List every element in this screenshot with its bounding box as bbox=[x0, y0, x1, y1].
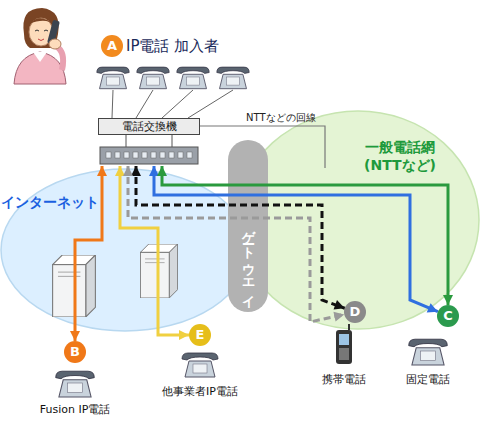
device-label: Fusion IP電話 bbox=[15, 402, 135, 417]
network-ellipse: インターネット bbox=[0, 168, 250, 332]
arrow-head bbox=[70, 331, 80, 341]
desk-phone bbox=[177, 67, 209, 89]
arrow-head bbox=[443, 295, 453, 305]
node-text: C bbox=[437, 305, 459, 327]
connector-arrow bbox=[131, 166, 345, 310]
subscriber-label: IP電話 加入者 bbox=[126, 37, 219, 56]
desk-phone bbox=[217, 67, 249, 89]
node-text: 一般電話網 (NTTなど) bbox=[354, 138, 446, 174]
node-text: 電話交換機 bbox=[98, 118, 200, 135]
router-link bbox=[126, 135, 127, 147]
mobile-phone bbox=[336, 324, 352, 364]
connector-arrow bbox=[123, 166, 344, 322]
connector-line bbox=[128, 166, 344, 322]
connector-arrow bbox=[157, 166, 453, 305]
subscriber-woman bbox=[14, 8, 66, 84]
phone-wire bbox=[112, 90, 233, 118]
callout-circle: A bbox=[101, 35, 123, 57]
desk-phone bbox=[97, 67, 129, 89]
connector-line bbox=[162, 166, 448, 305]
mobile-keys bbox=[339, 348, 349, 360]
router-port bbox=[160, 152, 165, 158]
router-link bbox=[172, 135, 173, 147]
node-text: E bbox=[189, 324, 211, 346]
woman-body bbox=[14, 52, 66, 84]
node-text: インターネット bbox=[1, 194, 99, 212]
network-ellipse: 一般電話網 (NTTなど) D bbox=[236, 110, 480, 330]
callout-circle: B bbox=[64, 341, 86, 363]
router-port bbox=[187, 152, 192, 158]
router-port bbox=[124, 152, 129, 158]
connector-line bbox=[154, 166, 438, 312]
arrow-head bbox=[157, 166, 167, 176]
mobile-antenna bbox=[348, 324, 350, 330]
connector-line bbox=[136, 166, 345, 308]
arrow-head bbox=[131, 166, 141, 176]
router-port bbox=[106, 152, 111, 158]
woman-arm bbox=[56, 46, 63, 70]
exchange-box: 電話交換機 bbox=[96, 116, 202, 166]
arrow-head bbox=[149, 166, 159, 176]
network-area bbox=[1, 169, 249, 331]
gateway-band: ゲートウエイ bbox=[228, 140, 268, 312]
device-label: 固定電話 bbox=[388, 372, 468, 387]
connector-arrow bbox=[149, 166, 438, 312]
device-label: 携帯電話 bbox=[304, 372, 384, 387]
mobile-screen bbox=[339, 334, 349, 345]
network-area bbox=[237, 111, 479, 329]
ellipse-outline bbox=[0, 168, 250, 332]
node-text: B bbox=[64, 341, 86, 363]
node-text: ゲートウエイ bbox=[240, 221, 256, 302]
woman-eyes bbox=[35, 30, 48, 31]
arrow-head bbox=[97, 166, 107, 176]
ellipse-outline bbox=[236, 110, 480, 330]
arrow-head bbox=[115, 166, 125, 176]
connector-line bbox=[75, 166, 102, 341]
arrow-head bbox=[179, 330, 189, 340]
woman-mouth bbox=[38, 39, 44, 41]
router-port bbox=[178, 152, 183, 158]
device-label: 他事業者IP電話 bbox=[150, 384, 250, 399]
desk-phone bbox=[182, 353, 218, 377]
callout-circle: E bbox=[189, 324, 211, 346]
router-port bbox=[151, 152, 156, 158]
woman-hand bbox=[49, 39, 61, 49]
connector-arrow bbox=[115, 166, 189, 340]
arrow-head bbox=[333, 312, 344, 322]
router-port bbox=[142, 152, 147, 158]
desk-phone bbox=[409, 339, 448, 365]
arrow-head bbox=[123, 166, 133, 176]
node-text: D bbox=[344, 301, 366, 323]
mobile-body bbox=[336, 330, 352, 364]
router-port bbox=[133, 152, 138, 158]
arrow-head bbox=[334, 300, 345, 309]
router-body bbox=[100, 147, 198, 164]
callout-circle: C bbox=[437, 305, 459, 327]
callout-circle: D bbox=[344, 301, 366, 323]
node-text: A bbox=[101, 35, 123, 57]
arrow-head bbox=[427, 303, 438, 312]
router-port bbox=[169, 152, 174, 158]
woman-collar bbox=[33, 52, 47, 62]
desk-phone bbox=[56, 371, 95, 397]
line-label: NTTなどの回線 bbox=[246, 111, 316, 125]
router-port bbox=[115, 152, 120, 158]
woman-bangs bbox=[29, 18, 54, 25]
connector-arrow bbox=[70, 166, 107, 341]
desk-phone bbox=[137, 67, 169, 89]
